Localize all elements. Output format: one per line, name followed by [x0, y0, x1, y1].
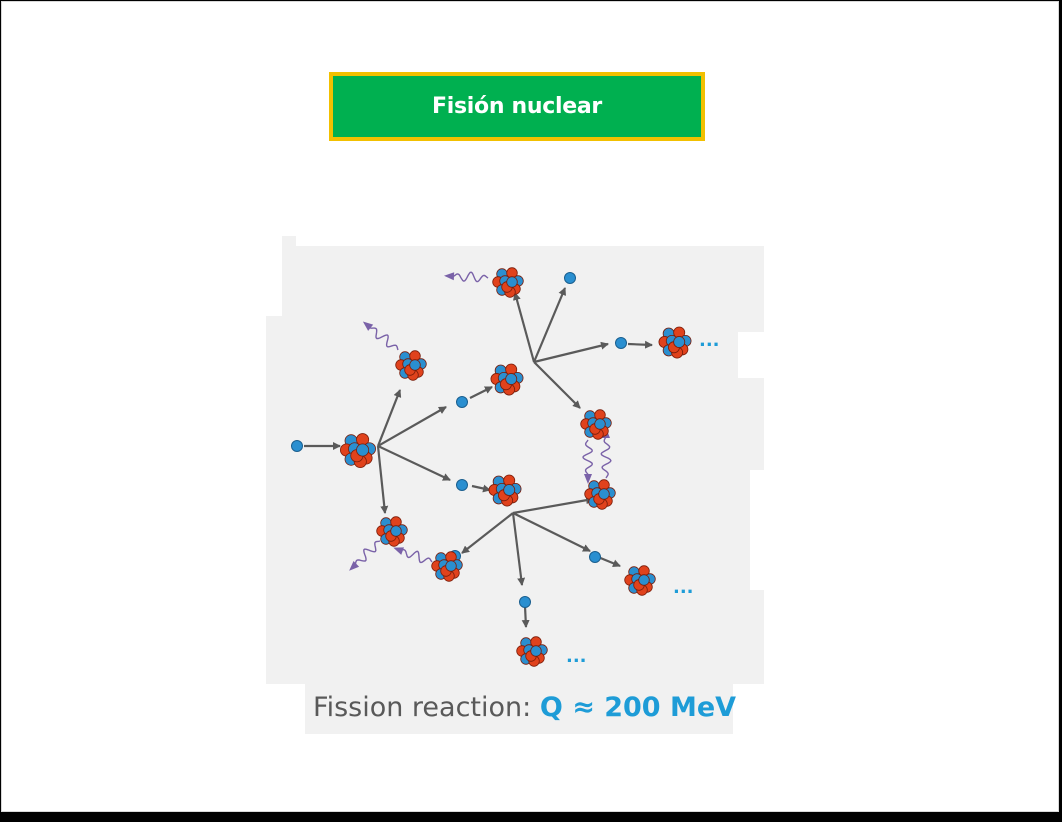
- gamma-arrowhead: [362, 321, 374, 331]
- neutron: [519, 596, 531, 608]
- arrow: [377, 445, 451, 481]
- slide-title: Fisión nuclear: [432, 94, 602, 119]
- gamma-wave: [448, 271, 489, 283]
- gamma-arrowhead: [444, 272, 455, 281]
- caption: Fission reaction: Q ≈ 200 MeV: [313, 688, 736, 728]
- gamma-wave: [396, 549, 433, 564]
- nucleus: [431, 551, 463, 582]
- arrow: [533, 341, 609, 364]
- arrow: [469, 386, 493, 399]
- nucleus: [516, 636, 548, 667]
- ellipsis-1: ...: [699, 330, 720, 351]
- gamma-wave: [351, 540, 381, 570]
- gamma-wave: [365, 323, 399, 351]
- gamma-arrowhead: [349, 560, 360, 571]
- neutron: [615, 337, 627, 349]
- title-box: Fisión nuclear: [329, 72, 705, 141]
- nucleus: [395, 350, 427, 381]
- gamma-rays: [349, 271, 612, 571]
- arrow: [533, 361, 581, 409]
- arrow: [511, 512, 526, 586]
- neutron: [456, 479, 468, 491]
- arrow: [377, 406, 447, 447]
- neutrons: [291, 272, 627, 608]
- arrow: [512, 496, 594, 515]
- fission-diagram: ... ... ...: [266, 236, 764, 684]
- nucleus: [624, 565, 656, 596]
- bottom-bar: [0, 813, 1062, 822]
- arrow: [597, 555, 621, 568]
- arrow: [627, 340, 653, 349]
- arrow: [471, 484, 491, 493]
- arrow: [376, 389, 402, 447]
- caption-prefix: Fission reaction:: [313, 692, 532, 723]
- neutron: [456, 396, 468, 408]
- nucleus: [580, 409, 612, 440]
- gamma-arrowhead: [393, 547, 405, 555]
- nucleus: [488, 474, 522, 507]
- ellipsis-3: ...: [566, 646, 587, 667]
- caption-equation: Q ≈ 200 MeV: [539, 692, 737, 723]
- diagram-background: [266, 236, 764, 684]
- nucleus: [492, 267, 524, 298]
- ellipsis-2: ...: [673, 577, 694, 598]
- gamma-arrowhead: [584, 474, 592, 484]
- arrow: [532, 287, 567, 363]
- neutron: [564, 272, 576, 284]
- nucleus: [490, 363, 524, 396]
- arrows: [304, 287, 653, 628]
- nucleus: [340, 433, 376, 468]
- gamma-wave: [582, 439, 594, 481]
- neutron: [291, 440, 303, 452]
- gamma-wave: [600, 431, 612, 479]
- arrow: [376, 445, 389, 514]
- arrow: [512, 512, 591, 552]
- neutron: [589, 551, 601, 563]
- caption-background: [305, 684, 733, 734]
- nucleus: [376, 516, 408, 547]
- arrow: [521, 605, 530, 628]
- nucleus: [658, 326, 692, 359]
- arrow: [513, 292, 536, 363]
- nucleus: [584, 479, 616, 510]
- nuclei: [340, 267, 692, 667]
- arrow: [461, 512, 514, 554]
